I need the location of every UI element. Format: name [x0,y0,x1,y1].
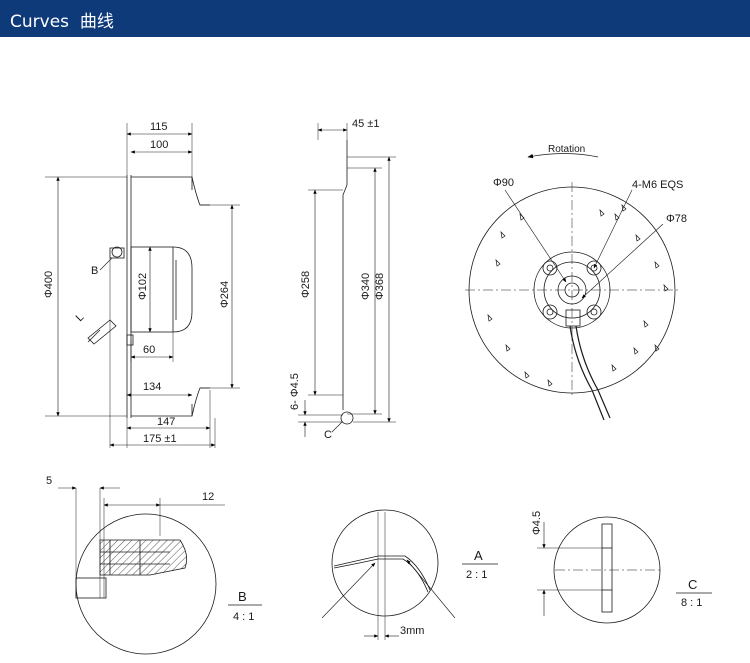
detail-c-label: C [688,577,697,592]
detail-b-labels: 5 12 B 4 : 1 [46,475,254,623]
side-view [45,123,240,448]
front-view [465,153,680,421]
section-view [298,123,396,437]
section-view-labels: 45 ±1 Φ258 Φ340 Φ368 6- Φ4.5 C [289,118,386,441]
dim-102: Φ102 [137,273,149,300]
dim-100: 100 [150,139,168,151]
dim-147: 147 [157,416,175,428]
dim-78: Φ78 [666,213,687,225]
label-b: B [91,265,98,277]
detail-c-dim-45: Φ4.5 [531,511,543,535]
page-header: Curves 曲线 [0,0,750,37]
detail-a-labels: 3mm A 2 : 1 [400,548,487,637]
dim-368: Φ368 [374,273,386,300]
detail-c-labels: Φ4.5 C 8 : 1 [531,511,702,609]
dim-115: 115 [150,121,168,133]
title-cn: 曲线 [79,12,114,32]
title-en: Curves [10,12,70,32]
detail-a-scale: 2 : 1 [466,569,487,581]
detail-a [321,509,498,640]
detail-b [58,486,262,655]
label-l: L [74,311,87,324]
front-view-labels: Rotation Φ90 4-M6 EQS Φ78 [493,144,687,225]
page-title: Curves 曲线 [10,7,114,32]
dim-60: 60 [143,344,155,356]
detail-c [537,516,712,624]
detail-a-dim-3mm: 3mm [400,625,424,637]
dim-175: 175 ±1 [143,433,177,445]
detail-b-dim-5: 5 [46,475,52,487]
dim-45: 45 ±1 [352,118,379,130]
detail-b-dim-12: 12 [202,491,214,503]
rotation-label: Rotation [548,144,585,155]
detail-b-scale: 4 : 1 [233,611,254,623]
dim-90: Φ90 [493,177,514,189]
dim-264: Φ264 [219,281,231,308]
detail-c-scale: 8 : 1 [681,597,702,609]
dim-134: 134 [143,381,161,393]
detail-b-label: B [238,589,247,604]
dim-340: Φ340 [360,273,372,300]
side-view-labels: 115 100 Φ400 Φ102 Φ264 60 134 147 175 ±1… [43,121,231,445]
dim-400: Φ400 [43,271,55,298]
dim-m6: 4-M6 EQS [632,179,683,191]
dim-258: Φ258 [300,271,312,298]
label-c: C [324,429,332,441]
dim-holes: 6- Φ4.5 [289,373,301,410]
detail-a-label: A [474,548,483,563]
